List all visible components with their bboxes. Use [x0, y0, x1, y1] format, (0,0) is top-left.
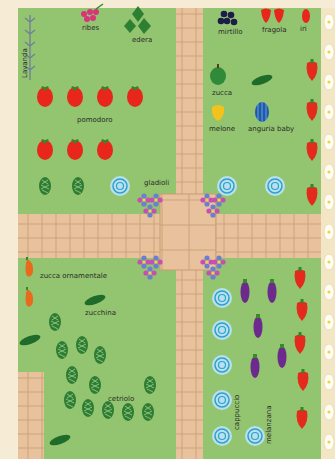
plant-label: zucca ornamentale — [40, 273, 107, 280]
plant-label: mirtillo — [218, 29, 243, 36]
plant-label: cetriolo — [108, 396, 134, 403]
plant-label: zucca — [212, 90, 232, 97]
plant-label: pomodoro — [77, 117, 113, 124]
plant-label: gladioli — [144, 180, 169, 187]
plant-label: ribes — [82, 25, 99, 32]
plant-label: anguria baby — [248, 126, 294, 133]
plant-label: melanzana — [266, 406, 273, 445]
plant-label: zucchina — [85, 310, 116, 317]
plant-label: iri — [300, 26, 307, 33]
plant-label: melone — [209, 126, 235, 133]
plant-label: Lavanda — [22, 48, 29, 78]
plant-label: fragola — [262, 27, 287, 34]
plant-label: edera — [132, 37, 152, 44]
plant-label: cappuccio — [234, 395, 241, 430]
